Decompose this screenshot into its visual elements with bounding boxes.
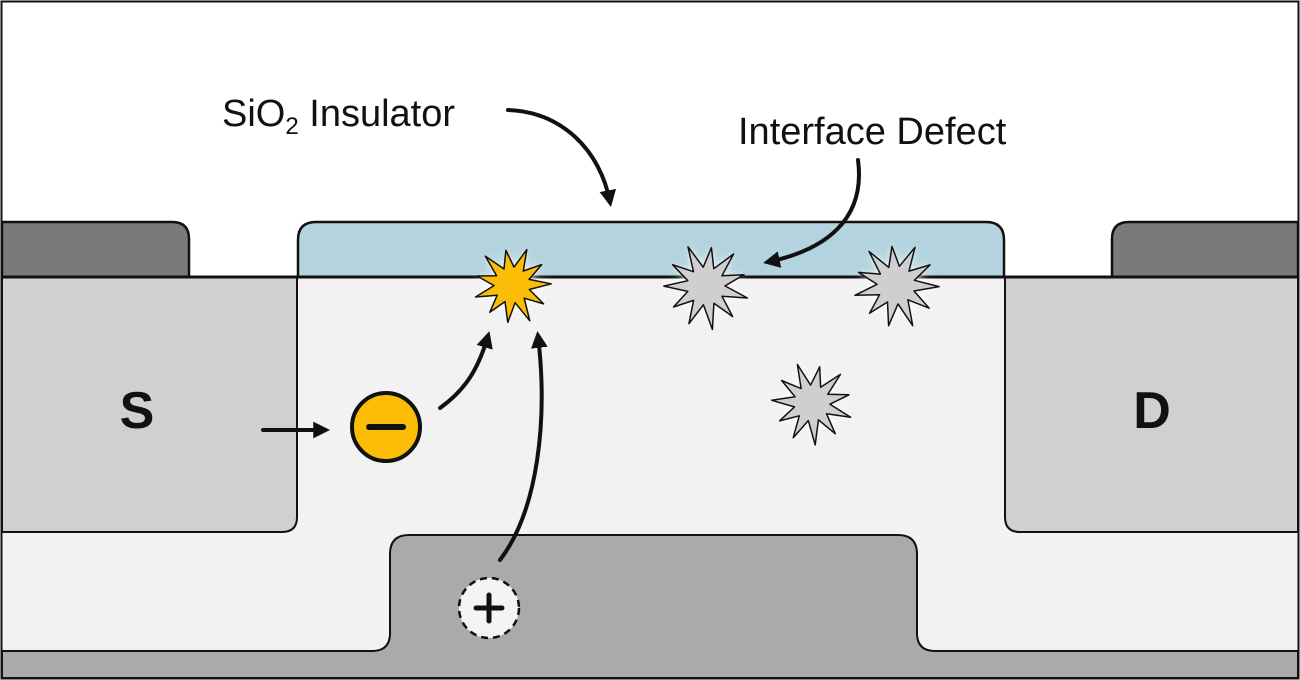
active-interface-defect [474,248,552,324]
arrow-hole-to-defect [498,330,548,562]
arrow-to-insulator [506,108,617,207]
interface-defect [854,245,940,327]
bulk-defect [771,363,852,446]
source-region [1,276,298,533]
drain-contact [1110,220,1300,279]
hole [457,576,521,640]
interface-defect [663,246,749,331]
defect-label: Interface Defect [738,111,1007,153]
electron [350,391,422,463]
insulator-label: SiO2 Insulator [222,93,455,140]
drain-region [1004,276,1299,533]
source-contact [0,220,191,279]
insulator-label-suffix: Insulator [299,93,456,135]
arrow-electron-to-defect [438,331,493,410]
gate-region [1,534,1299,679]
arrow-to-defect [763,158,861,268]
insulator-label-base: SiO [222,93,285,135]
insulator-label-subscript: 2 [285,113,298,140]
drain-label: D [1133,382,1171,440]
source-label: S [120,382,155,440]
